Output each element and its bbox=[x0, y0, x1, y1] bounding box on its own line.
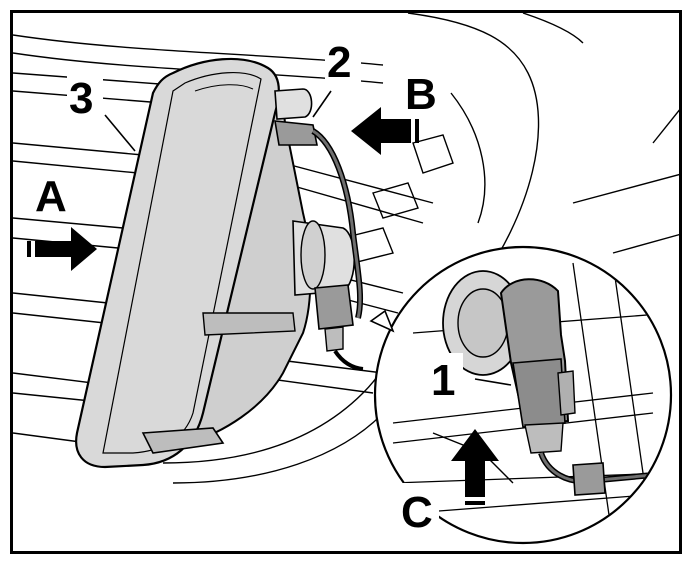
fog-lamp bbox=[75, 57, 356, 469]
label-view-b: B bbox=[405, 70, 437, 119]
label-part-2: 2 bbox=[327, 38, 351, 87]
label-part-1: 1 bbox=[431, 356, 455, 405]
connector-2 bbox=[274, 120, 364, 319]
lower-connector bbox=[314, 284, 364, 371]
arrow-a bbox=[27, 227, 97, 271]
leader-lines bbox=[104, 90, 512, 386]
upper-bulb-socket bbox=[274, 88, 313, 120]
arrow-c bbox=[451, 429, 499, 505]
detail-view bbox=[369, 245, 673, 545]
fog-lamp-diagram: 3 2 1 A B C bbox=[13, 13, 679, 545]
arrow-b bbox=[351, 107, 419, 155]
label-view-a: A bbox=[35, 172, 67, 221]
lamp-mount-bracket bbox=[141, 427, 225, 454]
label-part-3: 3 bbox=[69, 74, 93, 123]
label-view-c: C bbox=[401, 488, 433, 537]
diagram-frame: 3 2 1 A B C bbox=[10, 10, 682, 554]
